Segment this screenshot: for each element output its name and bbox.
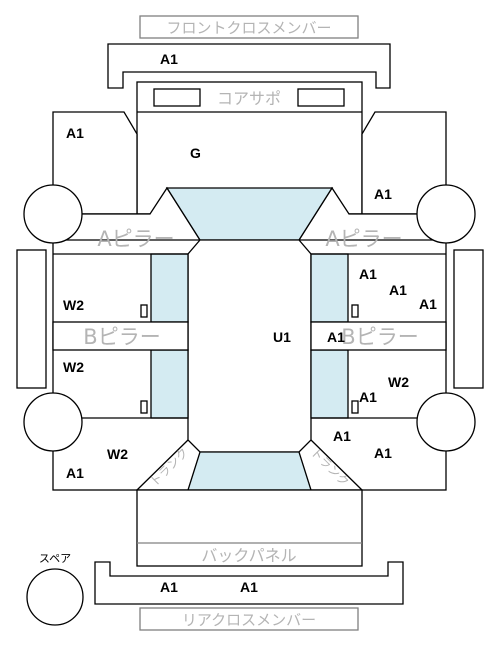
trunk-left-line bbox=[136, 439, 189, 491]
grade-right-door-1[interactable]: A1 bbox=[359, 266, 377, 282]
right-rear-window bbox=[310, 349, 349, 419]
a-pillar-right-label: Aピラー bbox=[325, 227, 402, 251]
grade-left-rear-quarter-a[interactable]: A1 bbox=[66, 465, 84, 481]
spare-tire[interactable] bbox=[26, 568, 84, 626]
wheel-front-right[interactable] bbox=[416, 184, 476, 244]
grade-left-rear-door[interactable]: W2 bbox=[63, 359, 84, 375]
grade-front-member[interactable]: A1 bbox=[160, 51, 178, 67]
b-pillar-right-band[interactable] bbox=[310, 321, 447, 351]
rear-member-bracket bbox=[94, 561, 404, 605]
spare-label: スペア bbox=[39, 552, 71, 565]
b-pillar-left-label: Bピラー bbox=[83, 325, 160, 349]
grade-right-door-3[interactable]: A1 bbox=[419, 296, 437, 312]
a-pillar-left-label: Aピラー bbox=[97, 227, 174, 251]
front-cross-member-box: フロントクロスメンバー bbox=[139, 15, 359, 39]
left-rear-window bbox=[150, 349, 189, 419]
grade-hood[interactable]: G bbox=[190, 145, 201, 161]
grade-rear-member-2[interactable]: A1 bbox=[240, 579, 258, 595]
b-pillar-left-band[interactable] bbox=[52, 321, 189, 351]
headlight-right bbox=[297, 88, 345, 107]
left-side-sill[interactable] bbox=[16, 249, 47, 389]
b-pillar-right-label: Bピラー bbox=[341, 325, 418, 349]
left-front-handle bbox=[140, 304, 148, 318]
wheel-rear-left[interactable] bbox=[23, 392, 83, 452]
roof-panel[interactable] bbox=[187, 239, 312, 453]
grade-right-door-2[interactable]: A1 bbox=[389, 282, 407, 298]
trunk-right-line bbox=[310, 439, 363, 491]
grade-left-rear-quarter-w[interactable]: W2 bbox=[107, 446, 128, 462]
left-front-window bbox=[150, 253, 189, 323]
rear-cross-member-label: リアクロスメンバー bbox=[182, 611, 316, 629]
grade-right-quarter-1[interactable]: A1 bbox=[333, 428, 351, 444]
rear-cross-member-box bbox=[139, 607, 359, 631]
grade-right-rear-door-w[interactable]: W2 bbox=[388, 374, 409, 390]
right-rear-handle bbox=[351, 400, 359, 414]
rear-window bbox=[187, 451, 312, 491]
rear-trunk-area[interactable] bbox=[136, 489, 363, 567]
left-rear-handle bbox=[140, 400, 148, 414]
grade-right-b-pillar[interactable]: A1 bbox=[327, 329, 345, 345]
core-support-label: コアサポ bbox=[217, 89, 281, 108]
grade-left-front-door[interactable]: W2 bbox=[63, 297, 84, 313]
front-cross-member-label: フロントクロスメンバー bbox=[166, 19, 331, 37]
wheel-front-left[interactable] bbox=[23, 184, 83, 244]
grade-right-rear-door-a[interactable]: A1 bbox=[359, 389, 377, 405]
front-member-bracket bbox=[107, 43, 391, 89]
wheel-rear-right[interactable] bbox=[416, 392, 476, 452]
right-side-sill[interactable] bbox=[453, 249, 484, 389]
right-front-window bbox=[310, 253, 349, 323]
grade-rear-member-1[interactable]: A1 bbox=[160, 579, 178, 595]
grade-right-quarter-2[interactable]: A1 bbox=[374, 445, 392, 461]
grade-roof[interactable]: U1 bbox=[273, 329, 291, 345]
grade-right-fender[interactable]: A1 bbox=[374, 186, 392, 202]
grade-left-fender[interactable]: A1 bbox=[66, 125, 84, 141]
headlight-left bbox=[153, 88, 201, 107]
right-front-handle bbox=[351, 304, 359, 318]
back-panel-label: バックパネル bbox=[201, 546, 296, 565]
